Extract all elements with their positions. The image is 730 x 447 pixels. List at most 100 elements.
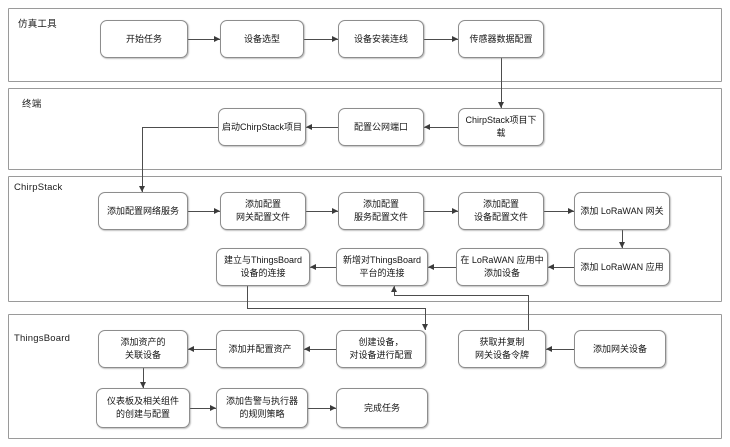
connector-arrowhead — [306, 123, 312, 130]
connector-segment — [308, 408, 336, 409]
connector-segment — [188, 211, 220, 212]
connector-arrowhead — [139, 382, 146, 388]
connector-arrowhead — [214, 35, 220, 42]
flow-node-label: 创建设备， 对设备进行配置 — [349, 337, 413, 360]
flow-node[interactable]: 建立与ThingsBoard 设备的连接 — [216, 248, 310, 286]
flow-node-label: 设备安装连线 — [353, 33, 408, 44]
flow-node-label: 设备选型 — [243, 33, 280, 44]
flow-node[interactable]: 设备选型 — [220, 20, 304, 58]
flow-node-label: 启动ChirpStack项目 — [221, 121, 303, 132]
connector-segment — [188, 39, 220, 40]
swimlane-label: 仿真工具 — [18, 19, 57, 30]
flow-node[interactable]: 新增对ThingsBoard 平台的连接 — [336, 248, 428, 286]
connector-segment — [622, 230, 623, 248]
flow-node-label: 开始任务 — [125, 33, 162, 44]
flow-node-label: 新增对ThingsBoard 平台的连接 — [342, 255, 422, 278]
connector-segment — [428, 267, 456, 268]
flow-node[interactable]: 在 LoRaWAN 应用中 添加设备 — [456, 248, 548, 286]
connector-segment — [306, 127, 338, 128]
connector-arrowhead — [310, 263, 316, 270]
flow-node[interactable]: 创建设备， 对设备进行配置 — [336, 330, 426, 368]
connector-arrowhead — [497, 102, 504, 108]
flow-node-label: 添加配置网络服务 — [106, 205, 179, 216]
flow-node[interactable]: 启动ChirpStack项目 — [218, 108, 306, 146]
connector-segment — [188, 349, 216, 350]
connector-segment — [501, 58, 502, 108]
flow-node[interactable]: 添加 LoRaWAN 网关 — [574, 192, 670, 230]
flow-node[interactable]: 添加网关设备 — [574, 330, 666, 368]
flow-node[interactable]: 添加资产的 关联设备 — [98, 330, 188, 368]
flow-node-label: 添加 LoRaWAN 网关 — [580, 205, 664, 216]
connector-arrowhead — [421, 324, 428, 330]
flow-node[interactable]: 添加配置 网关配置文件 — [220, 192, 306, 230]
flow-node-label: 建立与ThingsBoard 设备的连接 — [223, 255, 303, 278]
flow-node[interactable]: 传感器数据配置 — [458, 20, 544, 58]
flow-node[interactable]: 完成任务 — [336, 388, 428, 428]
flow-node-label: ChirpStack项目下载 — [465, 115, 537, 138]
swimlane-label: ThingsBoard — [14, 333, 71, 344]
connector-arrowhead — [332, 207, 338, 214]
flow-node-label: 在 LoRaWAN 应用中 添加设备 — [460, 255, 544, 278]
flow-node-label: 添加配置 服务配置文件 — [353, 199, 408, 222]
connector-arrowhead — [390, 286, 397, 292]
connector-segment — [424, 127, 458, 128]
connector-arrowhead — [138, 186, 145, 192]
connector-segment — [424, 39, 458, 40]
flow-node[interactable]: 添加并配置资产 — [216, 330, 304, 368]
connector-arrowhead — [452, 35, 458, 42]
swimlane-label: 终端 — [22, 99, 42, 110]
connector-arrowhead — [568, 207, 574, 214]
flow-node[interactable]: 添加配置 服务配置文件 — [338, 192, 424, 230]
flow-node[interactable]: 开始任务 — [100, 20, 188, 58]
connector-segment — [247, 308, 425, 309]
connector-segment — [544, 211, 574, 212]
flow-node[interactable]: 添加 LoRaWAN 应用 — [574, 248, 670, 286]
connector-arrowhead — [210, 404, 216, 411]
connector-arrowhead — [452, 207, 458, 214]
flow-node-label: 添加配置 网关配置文件 — [235, 199, 290, 222]
flow-node-label: 传感器数据配置 — [469, 33, 533, 44]
connector-arrowhead — [214, 207, 220, 214]
swimlane-label: ChirpStack — [14, 182, 63, 193]
flow-node-label: 添加配置 设备配置文件 — [473, 199, 528, 222]
connector-arrowhead — [304, 345, 310, 352]
connector-segment — [528, 295, 529, 330]
flow-node[interactable]: 添加配置 设备配置文件 — [458, 192, 544, 230]
flow-node[interactable]: 添加告警与执行器 的规则策略 — [216, 388, 308, 428]
connector-arrowhead — [618, 242, 625, 248]
flow-node-label: 添加资产的 关联设备 — [120, 337, 166, 360]
connector-segment — [143, 368, 144, 388]
connector-segment — [142, 127, 143, 192]
connector-segment — [247, 286, 248, 308]
connector-arrowhead — [424, 123, 430, 130]
connector-arrowhead — [332, 35, 338, 42]
flow-node[interactable]: 仪表板及相关组件 的创建与配置 — [96, 388, 190, 428]
flow-node[interactable]: ChirpStack项目下载 — [458, 108, 544, 146]
connector-segment — [548, 267, 574, 268]
connector-segment — [304, 349, 336, 350]
connector-segment — [394, 295, 528, 296]
connector-arrowhead — [188, 345, 194, 352]
flow-node[interactable]: 添加配置网络服务 — [98, 192, 188, 230]
flow-node-label: 添加告警与执行器 的规则策略 — [225, 396, 298, 419]
connector-segment — [310, 267, 336, 268]
flow-node-label: 添加 LoRaWAN 应用 — [580, 261, 664, 272]
flow-node-label: 完成任务 — [363, 402, 400, 413]
flow-node[interactable]: 设备安装连线 — [338, 20, 424, 58]
connector-segment — [190, 408, 216, 409]
connector-segment — [142, 127, 218, 128]
connector-arrowhead — [428, 263, 434, 270]
flow-node[interactable]: 获取并复制 网关设备令牌 — [458, 330, 546, 368]
flow-node[interactable]: 配置公网端口 — [338, 108, 424, 146]
connector-segment — [306, 211, 338, 212]
flow-node-label: 配置公网端口 — [353, 121, 408, 132]
connector-segment — [546, 349, 574, 350]
flow-node-label: 添加并配置资产 — [228, 343, 292, 354]
connector-arrowhead — [330, 404, 336, 411]
flow-node-label: 添加网关设备 — [592, 343, 647, 354]
connector-segment — [424, 211, 458, 212]
flow-node-label: 获取并复制 网关设备令牌 — [474, 337, 529, 360]
connector-arrowhead — [548, 263, 554, 270]
connector-segment — [425, 308, 426, 330]
